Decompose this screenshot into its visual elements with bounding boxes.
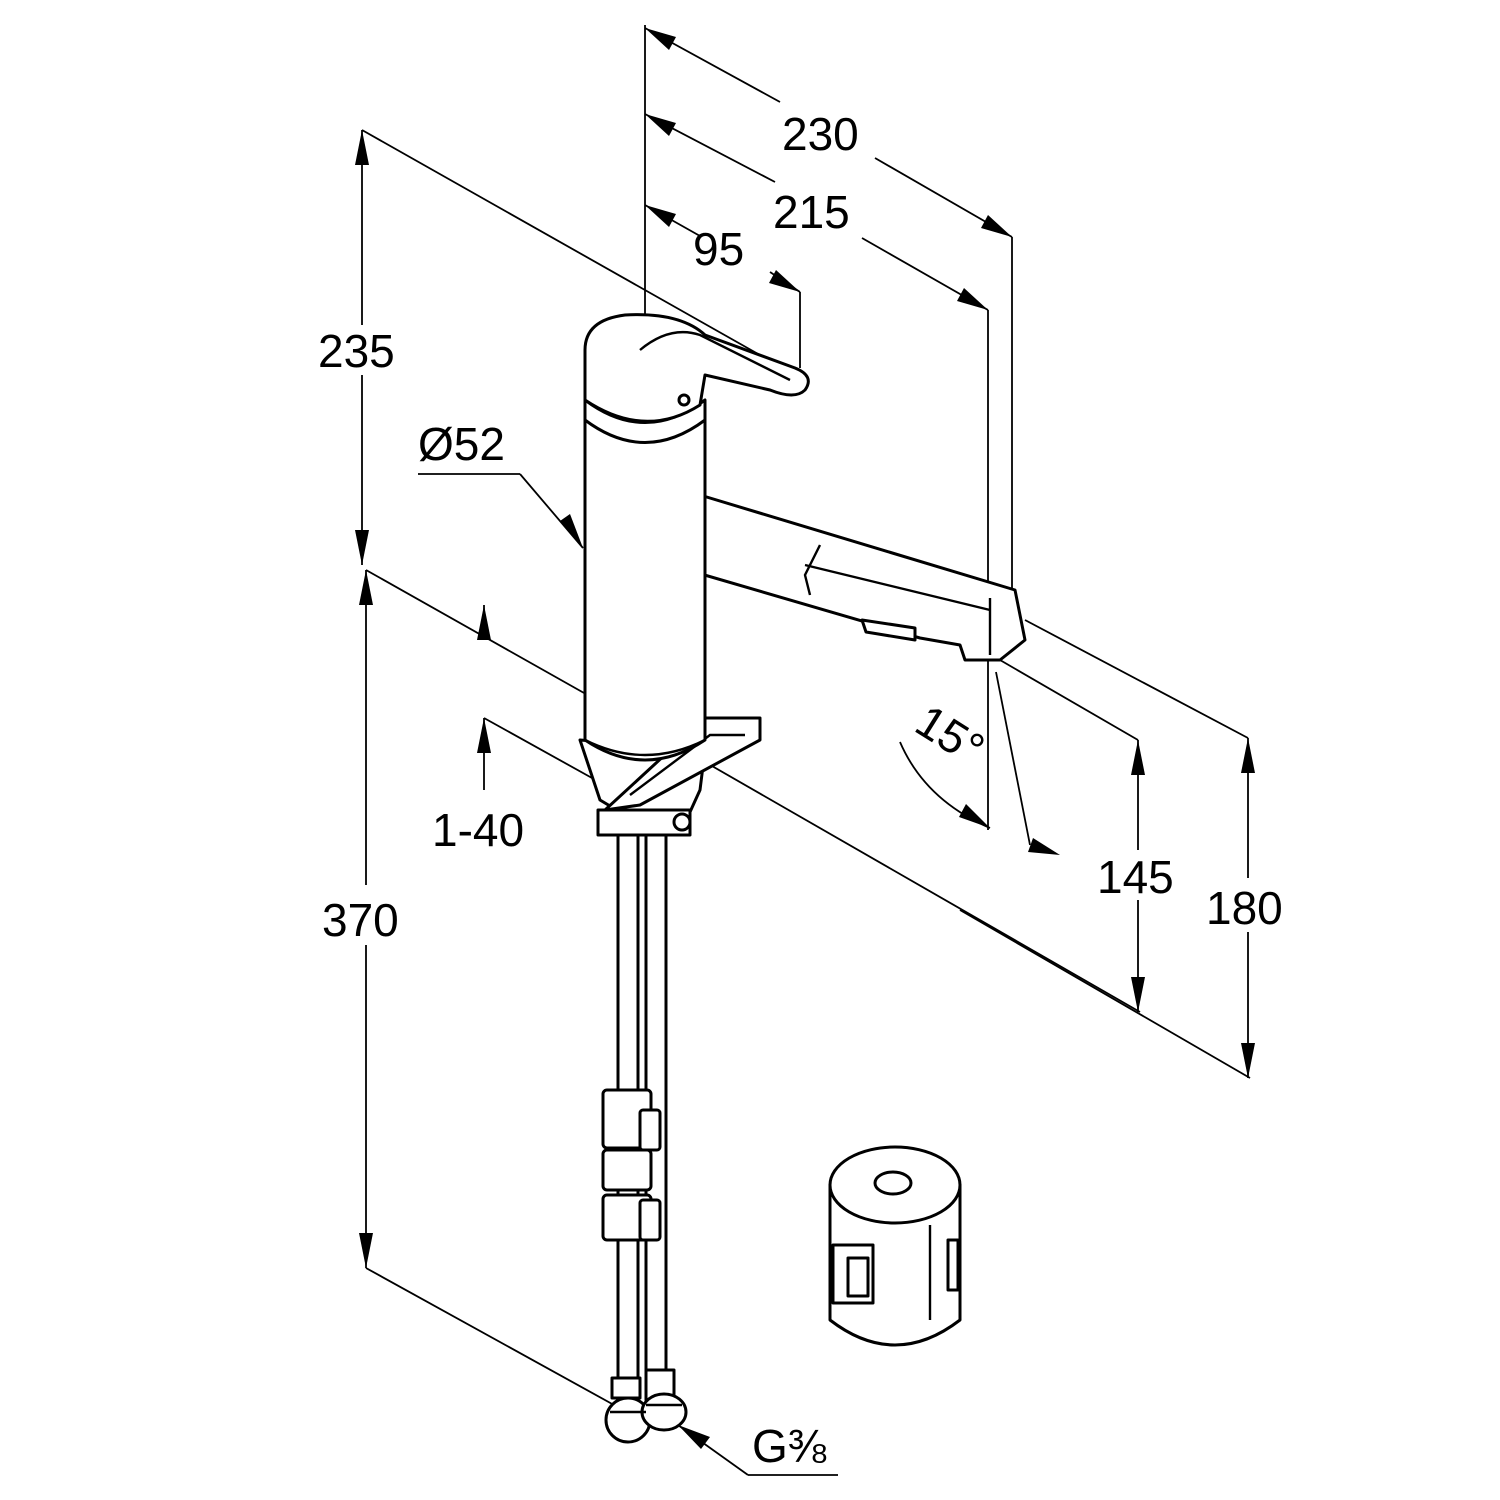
dim-outlet-height: 145 bbox=[1097, 851, 1174, 903]
dim-body-diameter: Ø52 bbox=[418, 418, 505, 470]
supply-hoses bbox=[601, 828, 688, 1444]
dim-lever-reach: 95 bbox=[693, 223, 744, 275]
dim-connection-thread: G⅜ bbox=[752, 1420, 827, 1472]
dim-overall-reach: 230 bbox=[782, 108, 859, 160]
dim-hose-length: 370 bbox=[322, 894, 399, 946]
dim-spout-reach: 215 bbox=[773, 186, 850, 238]
faucet bbox=[578, 313, 1027, 837]
dimension-arrows bbox=[355, 28, 1255, 1449]
dim-spout-height: 180 bbox=[1206, 882, 1283, 934]
dim-total-height: 235 bbox=[318, 325, 395, 377]
dimension-lines bbox=[361, 25, 1251, 1476]
dim-mounting-thickness: 1-40 bbox=[432, 804, 524, 856]
dim-angle: 15° bbox=[907, 694, 994, 775]
separate-component bbox=[828, 1145, 962, 1347]
